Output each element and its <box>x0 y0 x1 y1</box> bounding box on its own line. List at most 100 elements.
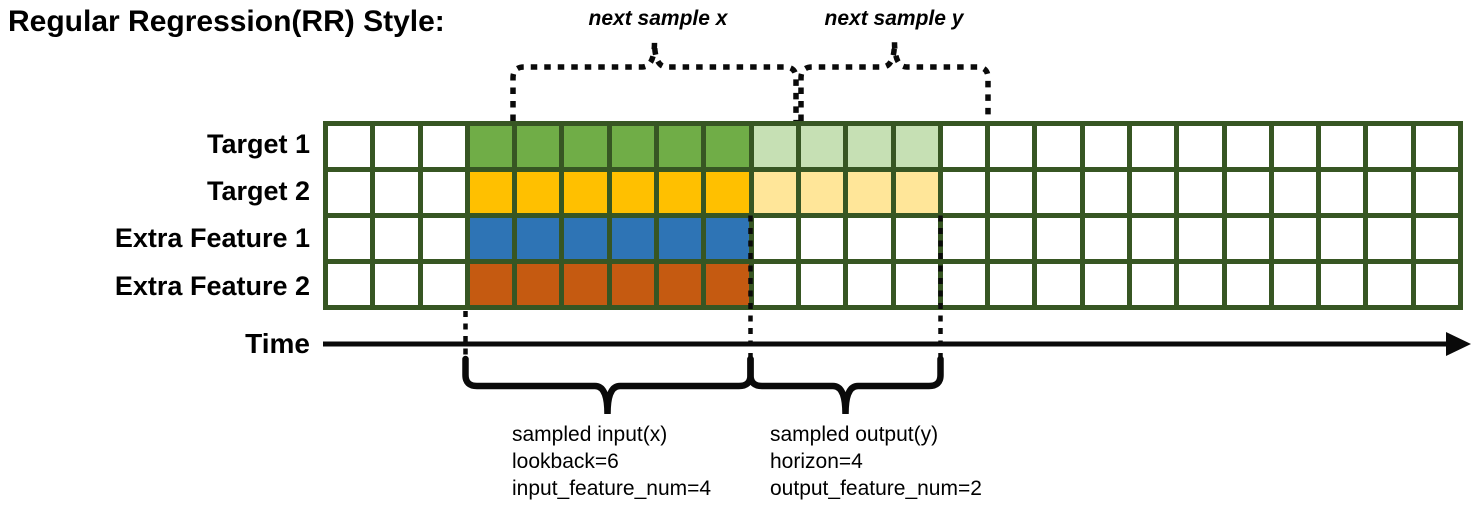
input-feature-num: input_feature_num=4 <box>512 477 712 500</box>
grid-cell <box>753 126 796 167</box>
grid-cell <box>659 218 702 259</box>
grid-cell <box>659 126 702 167</box>
grid-cell <box>469 264 513 305</box>
sampled-input-brace <box>462 355 754 415</box>
grid-cell <box>706 264 749 305</box>
grid-cell <box>375 218 418 259</box>
row-label-extra-feature-1: Extra Feature 1 <box>114 223 310 253</box>
grid-cell <box>848 264 891 305</box>
grid-cell <box>564 264 607 305</box>
grid-cell <box>328 264 371 305</box>
grid-cell <box>1273 126 1317 167</box>
grid-cell <box>706 126 749 167</box>
grid-cell <box>1037 264 1080 305</box>
grid-cell <box>1368 218 1411 259</box>
grid-cell <box>800 126 844 167</box>
grid-cell <box>800 218 844 259</box>
grid-cell <box>1415 218 1458 259</box>
next-sample-x-brace <box>510 41 799 121</box>
grid-cell <box>611 126 655 167</box>
grid-cell <box>659 264 702 305</box>
grid-cell <box>611 218 655 259</box>
grid-cell <box>753 264 796 305</box>
grid-cell <box>422 172 465 213</box>
grid-cell <box>564 172 607 213</box>
grid-cell <box>469 218 513 259</box>
row-label-extra-feature-2: Extra Feature 2 <box>114 271 310 301</box>
grid-cell <box>1084 172 1127 213</box>
grid-cell <box>942 218 986 259</box>
grid-cell <box>1321 126 1364 167</box>
grid-cell <box>1273 264 1317 305</box>
grid-cell <box>990 264 1033 305</box>
grid-cell <box>1368 264 1411 305</box>
grid-cell <box>422 218 465 259</box>
grid-cell <box>564 218 607 259</box>
grid-cell <box>1179 172 1222 213</box>
grid-cell <box>517 218 560 259</box>
grid-cell <box>1131 264 1175 305</box>
grid-cell <box>990 218 1033 259</box>
grid-cell <box>611 264 655 305</box>
next-sample-y-label: next sample y <box>824 7 964 30</box>
time-axis-label: Time <box>245 328 310 359</box>
grid-cell <box>800 172 844 213</box>
grid-cell <box>848 172 891 213</box>
grid-cell <box>895 126 938 167</box>
grid-cell <box>942 126 986 167</box>
grid-cell <box>375 126 418 167</box>
grid-cell <box>1368 172 1411 213</box>
grid-cell <box>1321 264 1364 305</box>
grid-cell <box>800 264 844 305</box>
grid-cell <box>611 172 655 213</box>
grid-cell <box>895 172 938 213</box>
time-arrow-head <box>1446 332 1471 356</box>
row-label-target-2: Target 2 <box>206 176 310 206</box>
sampled-output-title: sampled output(y) <box>770 423 939 446</box>
grid-cell <box>469 172 513 213</box>
grid-cell <box>517 172 560 213</box>
grid-cell <box>328 126 371 167</box>
grid-cell <box>942 264 986 305</box>
horizon-value: horizon=4 <box>770 450 863 473</box>
grid-cell <box>328 172 371 213</box>
grid-cell <box>706 218 749 259</box>
grid-cell <box>517 126 560 167</box>
grid-cell <box>422 264 465 305</box>
grid-cell <box>753 218 796 259</box>
grid-cell <box>1321 172 1364 213</box>
grid-cell <box>1179 218 1222 259</box>
grid-cell <box>942 172 986 213</box>
grid-cell <box>1037 218 1080 259</box>
grid-cell <box>1273 172 1317 213</box>
grid-cell <box>1226 172 1269 213</box>
grid-cell <box>1273 218 1317 259</box>
grid-cell <box>517 264 560 305</box>
grid-cell <box>375 172 418 213</box>
grid-cell <box>659 172 702 213</box>
grid-cell <box>1131 172 1175 213</box>
grid-cell <box>1131 218 1175 259</box>
grid-cell <box>1226 126 1269 167</box>
grid-cell <box>848 218 891 259</box>
grid-cell <box>1131 126 1175 167</box>
grid-cell <box>1084 264 1127 305</box>
grid-cell <box>895 218 938 259</box>
grid-cell <box>990 126 1033 167</box>
grid-cell <box>422 126 465 167</box>
sampled-input-text: sampled input(x) lookback=6 input_featur… <box>512 421 711 502</box>
grid-cell <box>848 126 891 167</box>
grid-cell <box>1084 218 1127 259</box>
lookback-value: lookback=6 <box>512 450 619 473</box>
grid-cell <box>1415 126 1458 167</box>
output-feature-num: output_feature_num=2 <box>770 477 982 500</box>
time-grid <box>323 121 1463 310</box>
diagram-title: Regular Regression(RR) Style: <box>8 5 445 38</box>
grid-cell <box>1084 126 1127 167</box>
grid-cell <box>1226 264 1269 305</box>
sampled-output-text: sampled output(y) horizon=4 output_featu… <box>770 421 982 502</box>
next-sample-y-brace <box>798 41 991 121</box>
grid-cell <box>706 172 749 213</box>
grid-cell <box>1179 126 1222 167</box>
